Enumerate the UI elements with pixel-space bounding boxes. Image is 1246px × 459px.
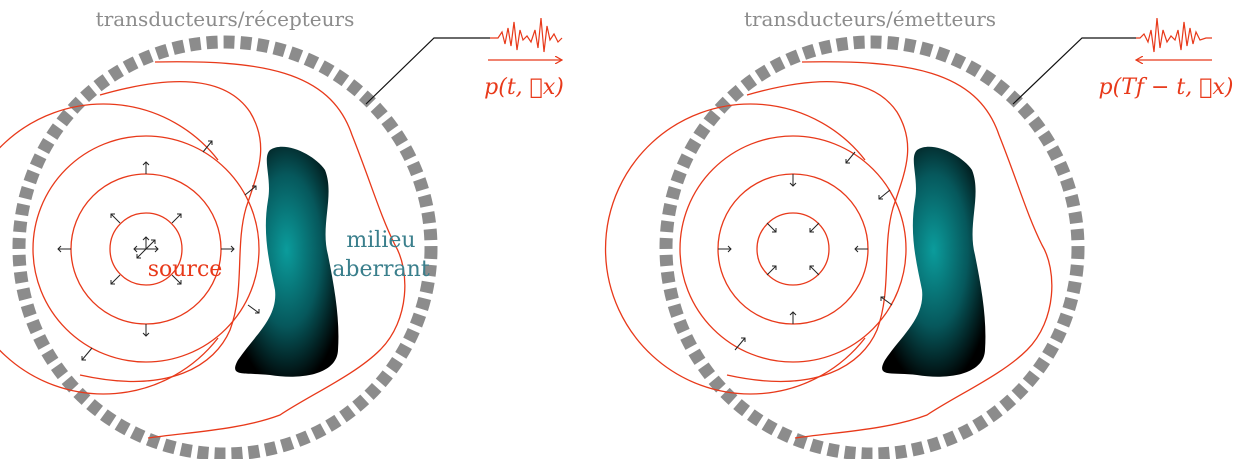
arrow-head — [809, 228, 814, 233]
wavefronts — [604, 61, 1053, 439]
signal-leader-line — [1012, 37, 1136, 105]
arrow-head — [177, 280, 182, 285]
wavefront-4-partial — [604, 103, 866, 395]
transducer-ring — [659, 35, 1085, 459]
arrow-head — [727, 245, 732, 253]
emitters-ring-label: transducteurs/émetteurs — [744, 7, 996, 31]
medium-label-line2: aberrant — [332, 257, 430, 282]
arrow-head — [230, 245, 235, 253]
arrow-head — [208, 140, 213, 145]
arrow-head — [880, 296, 885, 301]
arrow-head — [252, 185, 257, 190]
arrow-head — [255, 309, 260, 314]
arrow-head — [789, 182, 797, 187]
wavefront-5-distorted — [726, 80, 909, 383]
arrow-head — [110, 213, 115, 218]
medium-label-line1: milieu — [346, 228, 415, 253]
wavefront-6-distorted — [794, 61, 1053, 439]
arrow — [878, 189, 891, 200]
arrow — [880, 296, 893, 306]
arrow-head — [57, 245, 62, 253]
arrow — [110, 213, 121, 224]
arrow — [202, 140, 213, 153]
arrow — [809, 222, 820, 233]
arrow-head — [878, 195, 883, 200]
arrow — [809, 265, 820, 276]
wavefront-5-distorted — [79, 80, 262, 383]
wavefront-6-distorted — [147, 61, 406, 439]
arrow-head — [110, 280, 115, 285]
arrow-head — [133, 245, 138, 253]
aberrant-medium — [235, 146, 339, 377]
wavefront-4-partial — [0, 103, 219, 395]
arrow — [145, 239, 156, 250]
propagation-arrows — [57, 140, 260, 361]
arrow-head — [772, 228, 777, 233]
arrow — [81, 347, 93, 361]
wavefront-3 — [32, 135, 260, 363]
arrow-head — [177, 213, 182, 218]
emitted-signal-trace — [1136, 17, 1212, 53]
signal-label: p(t, ⃗x) — [484, 75, 564, 100]
arrow — [110, 274, 121, 285]
arrow — [766, 265, 777, 276]
arrow — [845, 151, 856, 164]
arrow — [734, 337, 746, 351]
arrow-head — [136, 254, 141, 259]
wavefront-1 — [109, 212, 183, 286]
arrow-head — [151, 239, 156, 244]
arrow — [247, 304, 260, 314]
arrow-head — [81, 356, 86, 361]
arrow — [171, 274, 182, 285]
arrow — [244, 185, 257, 196]
signal-leader-line — [365, 37, 490, 105]
arrow-head — [142, 236, 150, 241]
arrow-head — [809, 265, 814, 270]
arrow-head — [142, 161, 150, 166]
transducer-ring — [12, 35, 438, 459]
panel-left: transducteurs/récepteurs — [0, 7, 564, 459]
wavefront-2 — [717, 173, 869, 325]
arrow-head — [741, 337, 746, 342]
propagation-arrows — [718, 151, 893, 351]
receivers-ring-label: transducteurs/récepteurs — [96, 7, 355, 31]
aberrant-medium — [882, 146, 986, 377]
reversed-signal-label: p(Tf − t, ⃗x) — [1099, 75, 1234, 100]
arrow — [136, 248, 147, 259]
arrow-head — [789, 311, 797, 316]
arrow-head — [154, 245, 159, 253]
arrow-head — [142, 332, 150, 337]
arrow — [766, 222, 777, 233]
arrow-head — [845, 159, 850, 164]
wavefront-1 — [756, 212, 830, 286]
arrow-head — [772, 265, 777, 270]
wavefront-3 — [679, 135, 907, 363]
arrow — [171, 213, 182, 224]
source-label: source — [148, 257, 223, 282]
received-signal-trace — [490, 17, 563, 53]
panel-right: transducteurs/émetteurs — [604, 7, 1234, 459]
arrow-head — [854, 245, 859, 253]
